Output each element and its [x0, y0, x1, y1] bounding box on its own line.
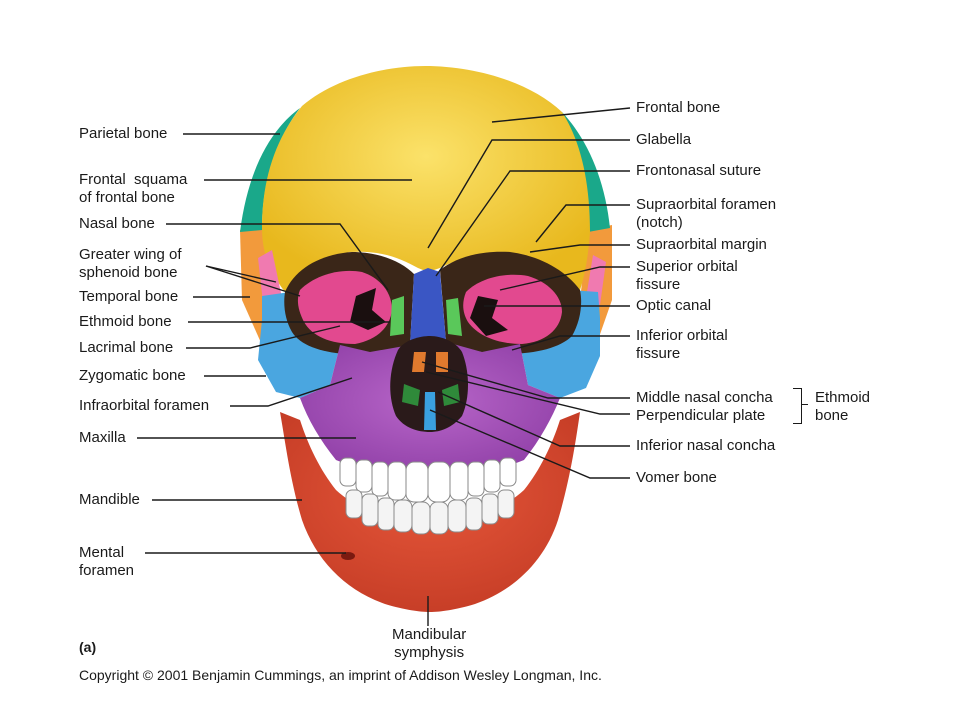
orbit-right-fissures	[470, 296, 508, 336]
leader-lines	[137, 107, 631, 626]
copyright-text: Copyright © 2001 Benjamin Cummings, an i…	[79, 667, 602, 683]
label-mental-foramen: Mental foramen	[79, 544, 135, 579]
label-ethmoid-group: Ethmoid bone	[815, 389, 871, 424]
label-superior-orbital-fissure: Superior orbital fissure	[636, 258, 738, 293]
ethmoid-bracket-tick	[801, 404, 808, 405]
label-parietal-bone: Parietal bone	[79, 125, 168, 142]
mental-foramen-shape	[341, 552, 355, 560]
label-mandibular-symphysis: Mandibular symphysis	[392, 626, 467, 661]
label-frontonasal-suture: Frontonasal suture	[636, 162, 762, 179]
mandible-shape	[280, 412, 580, 612]
upper-teeth	[339, 457, 517, 503]
lower-teeth	[345, 489, 515, 535]
label-middle-nasal-concha: Middle nasal concha	[636, 389, 773, 406]
label-frontal-bone: Frontal bone	[636, 99, 721, 116]
ethmoid-right	[446, 298, 462, 336]
ethmoid-left	[390, 296, 404, 336]
panel-label: (a)	[79, 639, 97, 655]
label-perpendicular-plate: Perpendicular plate	[636, 407, 766, 424]
label-supraorbital-margin: Supraorbital margin	[636, 236, 767, 253]
ethmoid-bracket	[793, 388, 802, 424]
label-inferior-orbital-fissure: Inferior orbital fissure	[636, 327, 728, 362]
orbit-left-fissures	[350, 288, 386, 330]
label-frontal-squama: Frontal squama of frontal bone	[79, 171, 188, 206]
vomer-shape	[424, 392, 436, 430]
frontal-bone-shape	[262, 66, 590, 292]
label-nasal-bone: Nasal bone	[79, 215, 155, 232]
nasal-bone-shape	[410, 268, 446, 350]
inferior-nasal-concha-shape	[402, 384, 420, 406]
label-ethmoid-bone: Ethmoid bone	[79, 313, 172, 330]
label-temporal-bone: Temporal bone	[79, 288, 179, 305]
middle-nasal-concha-shape	[412, 352, 426, 372]
label-zygomatic-bone: Zygomatic bone	[79, 367, 186, 384]
zygomatic-bone-left	[258, 292, 340, 398]
label-greater-wing: Greater wing of sphenoid bone	[79, 246, 182, 281]
label-lacrimal-bone: Lacrimal bone	[79, 339, 174, 356]
label-glabella: Glabella	[636, 131, 692, 148]
label-inferior-nasal-concha: Inferior nasal concha	[636, 437, 776, 454]
label-supraorbital-foramen: Supraorbital foramen (notch)	[636, 196, 777, 231]
label-vomer-bone: Vomer bone	[636, 469, 717, 486]
nasal-cavity	[390, 336, 468, 432]
label-optic-canal: Optic canal	[636, 297, 712, 314]
label-maxilla: Maxilla	[79, 429, 126, 446]
parietal-bone-left	[240, 108, 300, 232]
label-infraorbital-foramen: Infraorbital foramen	[79, 397, 210, 414]
label-mandible: Mandible	[79, 491, 140, 508]
